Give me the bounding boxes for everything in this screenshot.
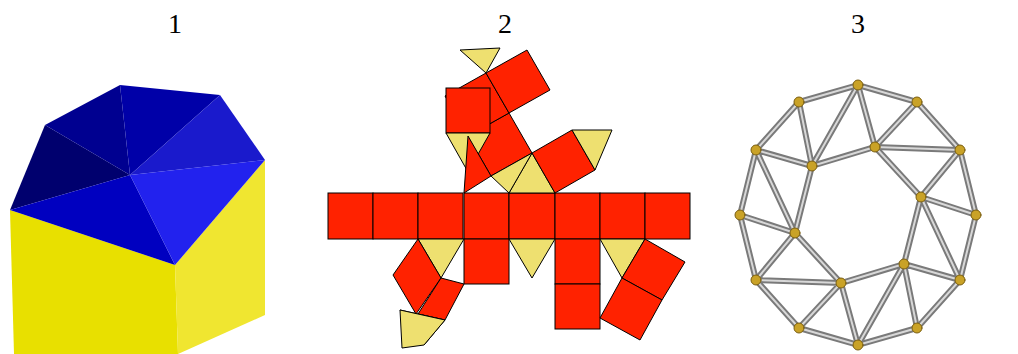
- panel-number: 3: [851, 10, 865, 38]
- net-figure: [328, 48, 690, 348]
- panel-number: 2: [498, 10, 512, 38]
- wireframe-figure: [735, 80, 981, 350]
- solid-figure: [10, 85, 265, 354]
- panel-number: 1: [168, 10, 182, 38]
